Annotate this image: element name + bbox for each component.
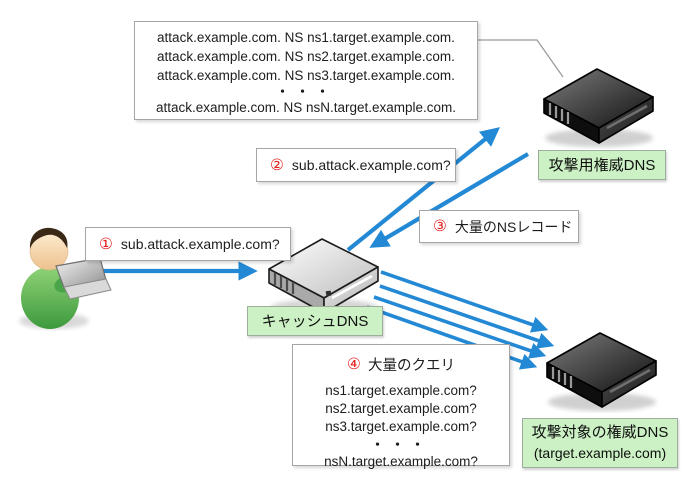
target-auth-dns-server-icon (546, 332, 657, 411)
server-vents (551, 367, 573, 388)
attack-auth-dns-label-text: 攻撃用権威DNS (548, 156, 656, 174)
person-hair (29, 227, 68, 249)
target-auth-dns-label: 攻撃対象の権威DNS (target.example.com) (522, 418, 678, 468)
ellipsis-dots: ・・・ (275, 84, 336, 99)
query-line: nsN.target.example.com? (324, 454, 478, 469)
server-drive-slot (606, 104, 648, 130)
ns-record-line: attack.example.com. NS ns1.target.exampl… (157, 30, 455, 45)
arrow-step4-query-1 (380, 270, 549, 333)
server-drive-slot (331, 274, 373, 300)
query-line: ns1.target.example.com? (325, 383, 477, 398)
arrow-step4-query-3 (373, 295, 547, 359)
step2-callout: ② sub.attack.example.com? (256, 148, 456, 182)
target-auth-dns-sublabel-text: (target.example.com) (533, 445, 667, 461)
ns-record-line: attack.example.com. NS ns2.target.exampl… (157, 49, 455, 64)
step1-label: sub.attack.example.com? (120, 236, 280, 252)
arrow-step4-query-2 (379, 284, 555, 349)
laptop-base (63, 278, 112, 300)
target-auth-dns-label-text: 攻撃対象の権威DNS (531, 424, 669, 441)
ns-record-line: attack.example.com. NS nsN.target.exampl… (155, 100, 457, 115)
step4-number: ④ (347, 356, 361, 373)
cache-dns-label: キャッシュDNS (247, 306, 383, 336)
server-drive-slot (609, 368, 651, 394)
server-power-button (325, 290, 332, 297)
step2-number: ② (270, 156, 284, 174)
step1-number: ① (99, 235, 113, 253)
ellipsis-dots: ・・・ (370, 437, 431, 452)
step3-label: 大量のNSレコード (454, 218, 573, 235)
step4-queries-box: ④ 大量のクエリ ns1.target.example.com? ns2.tar… (292, 344, 510, 469)
query-line: ns3.target.example.com? (325, 419, 477, 434)
ns-record-line: attack.example.com. NS ns3.target.exampl… (157, 68, 455, 83)
step1-callout: ① sub.attack.example.com? (85, 227, 291, 261)
step2-label: sub.attack.example.com? (291, 157, 451, 173)
records-connector-line (478, 39, 564, 78)
step4-title: 大量のクエリ (367, 358, 455, 374)
server-vents (273, 273, 295, 294)
step3-number: ③ (433, 218, 447, 235)
ns-records-box: attack.example.com. NS ns1.target.exampl… (134, 21, 478, 120)
cache-dns-label-text: キャッシュDNS (261, 312, 369, 330)
server-vents (548, 103, 570, 124)
arrow-step3-response (369, 152, 530, 248)
attacker-person-icon (19, 227, 112, 329)
attack-auth-dns-label: 攻撃用権威DNS (538, 150, 666, 180)
step3-callout: ③ 大量のNSレコード (419, 210, 579, 243)
query-line: ns2.target.example.com? (325, 401, 477, 416)
attack-auth-dns-server-icon (543, 68, 654, 147)
